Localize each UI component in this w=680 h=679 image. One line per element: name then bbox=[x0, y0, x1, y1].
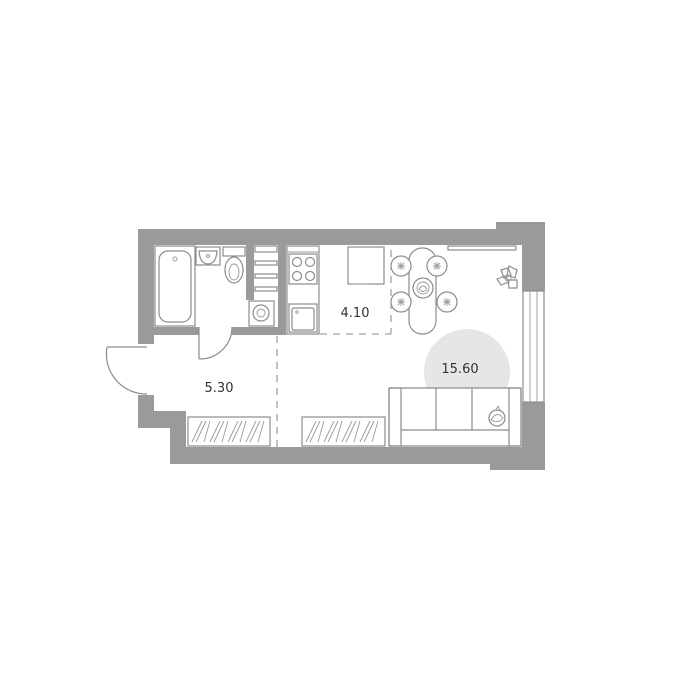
walls bbox=[138, 222, 545, 470]
zone-dividers bbox=[276, 250, 392, 447]
area-label-hallway: 5.30 bbox=[205, 381, 234, 396]
dining-chairs bbox=[390, 255, 458, 313]
bathtub bbox=[154, 245, 196, 327]
kitchen-sink bbox=[288, 303, 318, 333]
area-label-living: 15.60 bbox=[441, 362, 478, 377]
plant bbox=[496, 265, 518, 289]
toilet bbox=[222, 246, 246, 284]
bathroom-door bbox=[198, 326, 233, 360]
radiator bbox=[447, 245, 517, 251]
fridge bbox=[347, 246, 385, 285]
area-label-kitchen: 4.10 bbox=[341, 306, 370, 321]
washing-machine bbox=[248, 300, 275, 327]
stove bbox=[288, 253, 318, 285]
sink bbox=[195, 246, 221, 266]
window-right bbox=[522, 290, 545, 403]
entrance-door bbox=[105, 346, 148, 395]
shelves bbox=[254, 245, 278, 292]
wardrobe-living bbox=[301, 416, 386, 447]
wardrobe-hallway bbox=[187, 416, 271, 447]
sofa bbox=[388, 387, 522, 447]
